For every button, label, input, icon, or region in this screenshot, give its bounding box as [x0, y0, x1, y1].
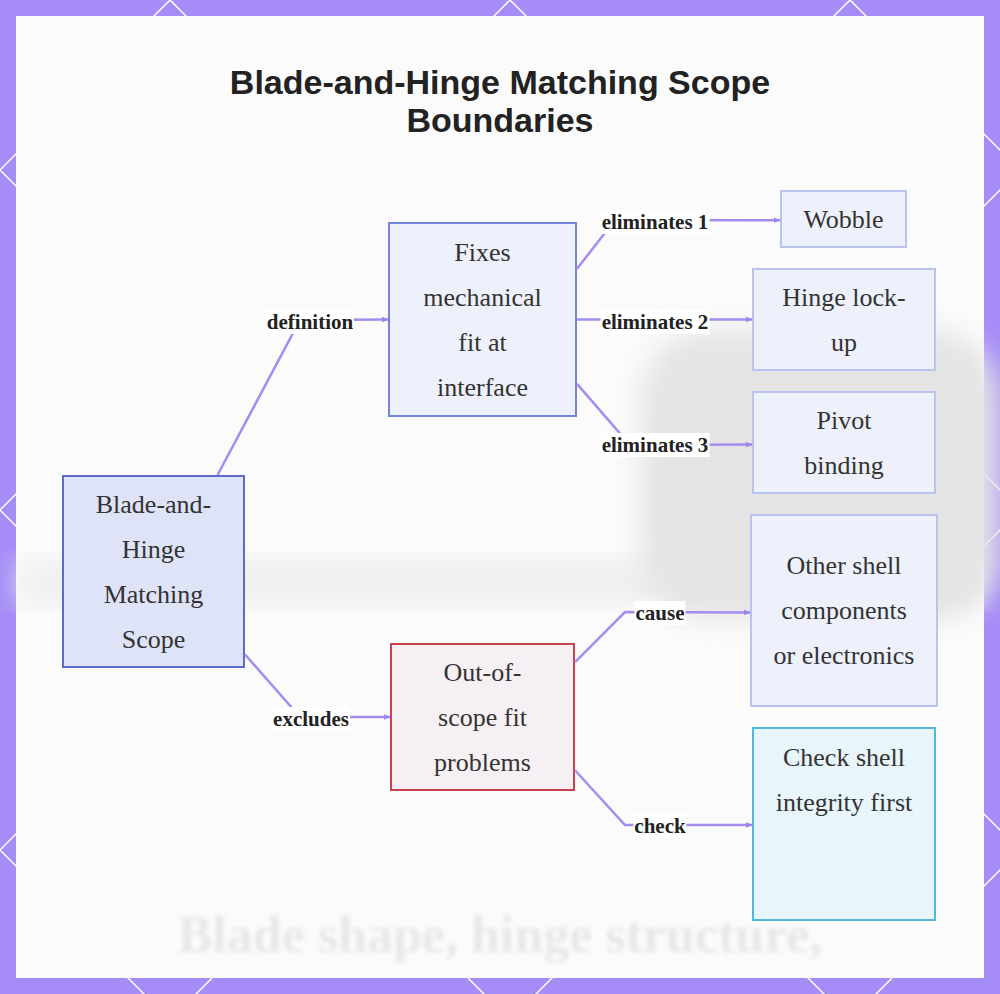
connector-arrow [218, 320, 388, 476]
effect-box: Pivot binding [752, 391, 936, 494]
exclusion-box: Out-of-scope fit problems [390, 643, 575, 791]
node-label: Out-of-scope fit problems [414, 650, 551, 785]
node-label: Hinge lock-up [777, 275, 911, 365]
edge-label: check [633, 814, 686, 838]
effect-box: Wobble [780, 190, 907, 248]
edge-label: definition [266, 310, 354, 334]
root-box: Blade-and-Hinge Matching Scope [62, 475, 245, 668]
cause-box: Other shell components or electronics [750, 514, 938, 707]
action-box: Check shell integrity first [752, 727, 936, 921]
node-label: Fixes mechanical fit at interface [413, 230, 552, 410]
edge-label: cause [635, 601, 686, 625]
effect-box: Hinge lock-up [752, 268, 936, 371]
definition-box: Fixes mechanical fit at interface [388, 222, 577, 417]
edge-label: excludes [272, 707, 350, 731]
title-area: Blade-and-Hinge Matching Scope Boundarie… [170, 63, 830, 139]
node-label: Wobble [803, 197, 883, 242]
edge-label: eliminates 2 [601, 310, 710, 334]
node-label: Blade-and-Hinge Matching Scope [86, 482, 221, 662]
node-label: Other shell components or electronics [772, 543, 916, 678]
edge-label: eliminates 1 [601, 210, 710, 234]
edge-label: eliminates 3 [601, 433, 710, 457]
diagram-title: Blade-and-Hinge Matching Scope Boundarie… [170, 63, 830, 139]
watermark-text: Blade shape, hinge structure, [178, 905, 823, 965]
node-label: Check shell integrity first [762, 735, 926, 825]
node-label: Pivot binding [777, 398, 911, 488]
